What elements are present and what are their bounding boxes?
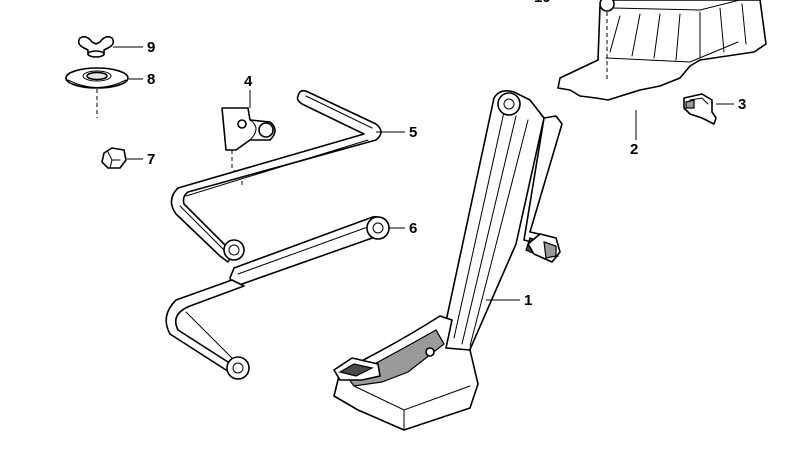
jack-base-plate[interactable]	[557, 0, 767, 101]
callout-6: 6	[409, 220, 417, 237]
callout-2: 2	[630, 141, 638, 158]
small-clamp[interactable]	[683, 93, 717, 125]
callout-3: 3	[738, 96, 746, 113]
washer[interactable]	[65, 67, 129, 89]
jack-assembly[interactable]	[333, 90, 563, 431]
callout-1: 1	[524, 292, 532, 309]
wheel-brace-lower[interactable]	[165, 215, 390, 380]
holder-bracket[interactable]	[221, 107, 276, 151]
callout-8: 8	[147, 71, 155, 88]
clip[interactable]	[101, 147, 127, 169]
wing-nut[interactable]	[77, 35, 115, 58]
callout-7: 7	[147, 151, 155, 168]
callout-4: 4	[244, 73, 253, 90]
callout-10: 10	[534, 0, 551, 6]
wheel-brace-upper[interactable]	[170, 89, 382, 263]
callout-9: 9	[147, 39, 155, 56]
callout-5: 5	[409, 124, 417, 141]
